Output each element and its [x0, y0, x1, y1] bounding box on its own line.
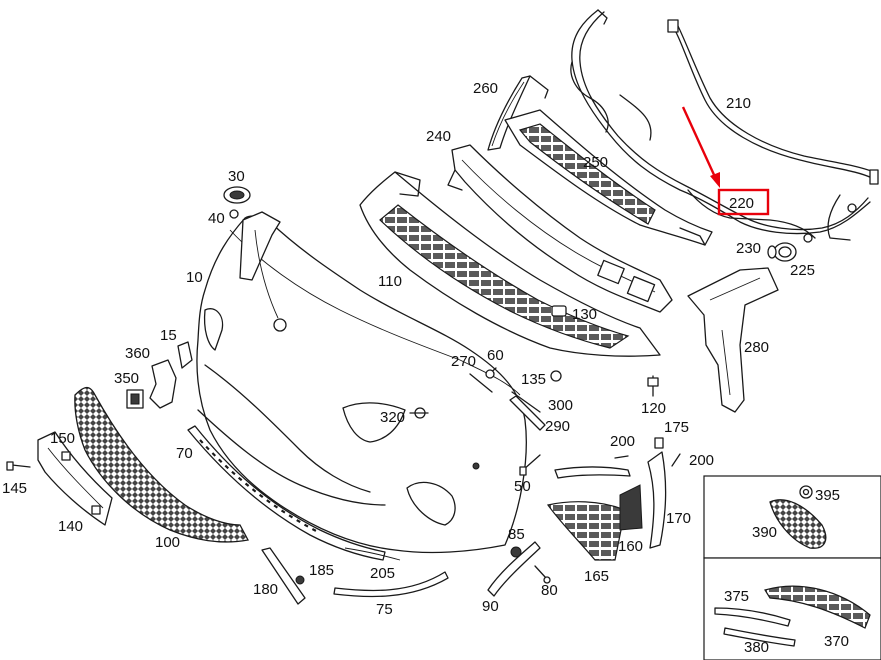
callout-210: 210 — [726, 95, 751, 112]
clips-175-200 — [614, 437, 681, 467]
sensor-225-230 — [767, 242, 797, 262]
upper-grille-250 — [504, 109, 713, 246]
callout-395: 395 — [815, 487, 840, 504]
callout-205: 205 — [370, 565, 395, 582]
callout-145: 145 — [2, 480, 27, 497]
lower-grille-110 — [359, 171, 661, 357]
callout-300: 300 — [548, 397, 573, 414]
bumper-cover-10 — [196, 211, 527, 554]
callout-100: 100 — [155, 534, 180, 551]
bumper-carrier-240 — [447, 144, 673, 313]
callout-110: 110 — [378, 273, 402, 290]
callout-75: 75 — [376, 601, 393, 618]
callout-280: 280 — [744, 339, 769, 356]
callout-270: 270 — [451, 353, 476, 370]
trim-strip-260 — [487, 75, 549, 151]
callout-390: 390 — [752, 524, 777, 541]
emblem-30 — [223, 186, 251, 219]
trim-strip-75 — [333, 571, 449, 598]
callout-350: 350 — [114, 370, 139, 387]
callout-120: 120 — [641, 400, 666, 417]
callout-220: 220 — [729, 195, 754, 212]
callout-370: 370 — [824, 633, 849, 650]
callout-290: 290 — [545, 418, 570, 435]
callout-135: 135 — [521, 371, 546, 388]
fasteners — [409, 367, 659, 476]
trim-strip-205 — [344, 547, 401, 561]
callout-130: 130 — [572, 306, 597, 323]
inset-upper — [703, 475, 881, 559]
callout-380: 380 — [744, 639, 769, 656]
callout-10: 10 — [186, 269, 203, 286]
wiring-harness-210 — [570, 9, 879, 243]
callout-200b: 200 — [689, 452, 714, 469]
trim-90 — [487, 541, 551, 597]
callout-90: 90 — [482, 598, 499, 615]
callout-labels: 10 15 30 40 50 60 70 75 80 85 90 100 110… — [2, 80, 849, 656]
callout-165: 165 — [584, 568, 609, 585]
callout-225: 225 — [790, 262, 815, 279]
callout-85: 85 — [508, 526, 525, 543]
callout-40: 40 — [208, 210, 225, 227]
callout-170: 170 — [666, 510, 691, 527]
callout-60: 60 — [487, 347, 504, 364]
callout-70: 70 — [176, 445, 193, 462]
callout-375: 375 — [724, 588, 749, 605]
license-plate-holder-140 — [6, 431, 113, 526]
bracket-280 — [687, 267, 779, 413]
callout-250: 250 — [583, 154, 608, 171]
callout-230: 230 — [736, 240, 761, 257]
lower-mesh-grille-100 — [74, 386, 249, 543]
callout-200a: 200 — [610, 433, 635, 450]
callout-140: 140 — [58, 518, 83, 535]
callout-240: 240 — [426, 128, 451, 145]
callout-15: 15 — [160, 327, 177, 344]
callout-360: 360 — [125, 345, 150, 362]
callout-150: 150 — [50, 430, 75, 447]
callout-260: 260 — [473, 80, 498, 97]
callout-80: 80 — [541, 582, 558, 599]
sensor-bracket-15 — [177, 341, 193, 369]
callout-320: 320 — [380, 409, 405, 426]
callout-185: 185 — [309, 562, 334, 579]
trim-180 — [261, 547, 306, 605]
side-grille-165 — [546, 501, 626, 561]
callout-175: 175 — [664, 419, 689, 436]
trim-strip-70 — [187, 425, 386, 561]
trim-160 — [554, 466, 643, 531]
sensor-350-360 — [126, 359, 177, 409]
callout-160: 160 — [618, 538, 643, 555]
callout-180: 180 — [253, 581, 278, 598]
callout-50: 50 — [514, 478, 531, 495]
highlight-part-220 — [681, 106, 770, 216]
callout-30: 30 — [228, 168, 245, 185]
trim-170 — [647, 451, 667, 549]
clip-130 — [551, 305, 567, 317]
inset-lower — [703, 557, 881, 660]
